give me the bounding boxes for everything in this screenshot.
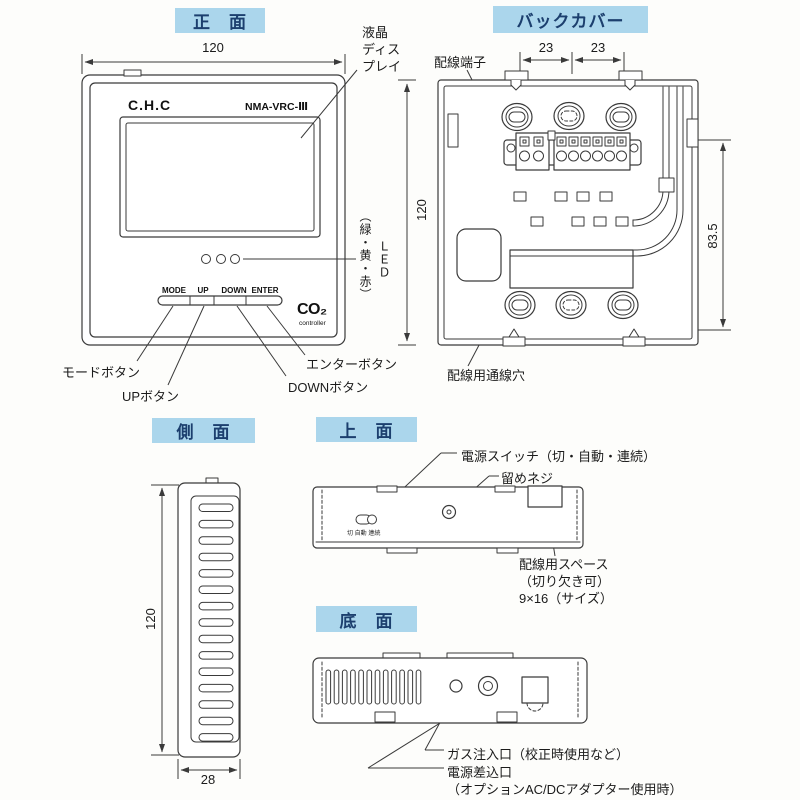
label-gas-inlet: ガス注入口（校正時使用など） [447,747,630,762]
bottom-vent-slots [325,669,422,705]
knockout-marks [513,191,629,227]
co2-logo: CO₂ [297,301,327,318]
header-bottom-view: 底 面 [316,606,417,632]
dim-back-right: 23 [590,40,606,55]
lcd-screen [119,116,321,238]
label-led: ＬＥＤ [377,240,391,279]
switch-position-marks: 切 自動 連続 [347,531,381,537]
label-power-jack: 電源差込口 [447,765,513,780]
gas-inlet [449,679,463,693]
knockout-holes-top [501,101,637,132]
side-view-drawing [151,477,241,779]
dim-front-height: 120 [414,199,429,221]
label-enter-button: エンターボタン [306,357,398,372]
label-up-button: UPボタン [122,389,180,404]
power-jack [477,675,499,697]
model-number: NMA-VRC-Ⅲ [245,101,308,113]
dim-side-width: 28 [200,772,216,787]
dim-front-width: 120 [202,40,224,55]
label-wire-hole: 配線用通線穴 [447,368,526,383]
back-view-drawing [437,52,731,367]
front-view-drawing [81,54,416,386]
button-enter: ENTER [251,286,279,295]
dim-side-height: 120 [143,608,158,630]
label-power-switch: 電源スイッチ（切・自動・連続） [461,449,657,464]
button-mode: MODE [162,286,186,295]
top-view-drawing [312,452,584,557]
retaining-screw [441,504,457,520]
led-indicators [201,254,240,264]
label-power-jack-note: （オプションAC/DCアダプター使用時） [447,782,683,797]
power-switch [355,514,377,525]
label-lcd-display: 液晶 ディス プレイ [362,25,402,74]
dim-back-left: 23 [538,40,554,55]
header-back-view: バックカバー [493,6,648,33]
mounting-tab [504,70,643,91]
header-top-view: 上 面 [316,417,417,442]
label-wiring-terminal: 配線端子 [434,55,487,70]
brand-logo: C.H.C [128,97,172,113]
button-up: UP [197,286,209,295]
label-wiring-space: 配線用スペース （切り欠き可） 9×16（サイズ） [519,557,613,606]
co2-logo-sub: controller [299,320,326,327]
header-side-view: 側 面 [152,418,255,443]
knockout-holes-bottom [504,290,639,320]
label-led-colors: （緑・黄・赤） [358,210,372,301]
label-down-button: DOWNボタン [288,380,369,395]
label-retaining-screw: 留めネジ [501,471,554,486]
header-front-view: 正 面 [175,8,265,33]
wire-hole [509,249,634,289]
bottom-view-drawing [312,652,588,769]
wiring-space-cutout [527,485,563,508]
side-vent-slots [198,503,234,742]
dim-back-height: 83.5 [705,223,720,249]
label-mode-button: モードボタン [62,365,141,380]
button-bar [157,295,283,306]
button-down: DOWN [221,286,247,295]
terminal-block [503,130,642,171]
